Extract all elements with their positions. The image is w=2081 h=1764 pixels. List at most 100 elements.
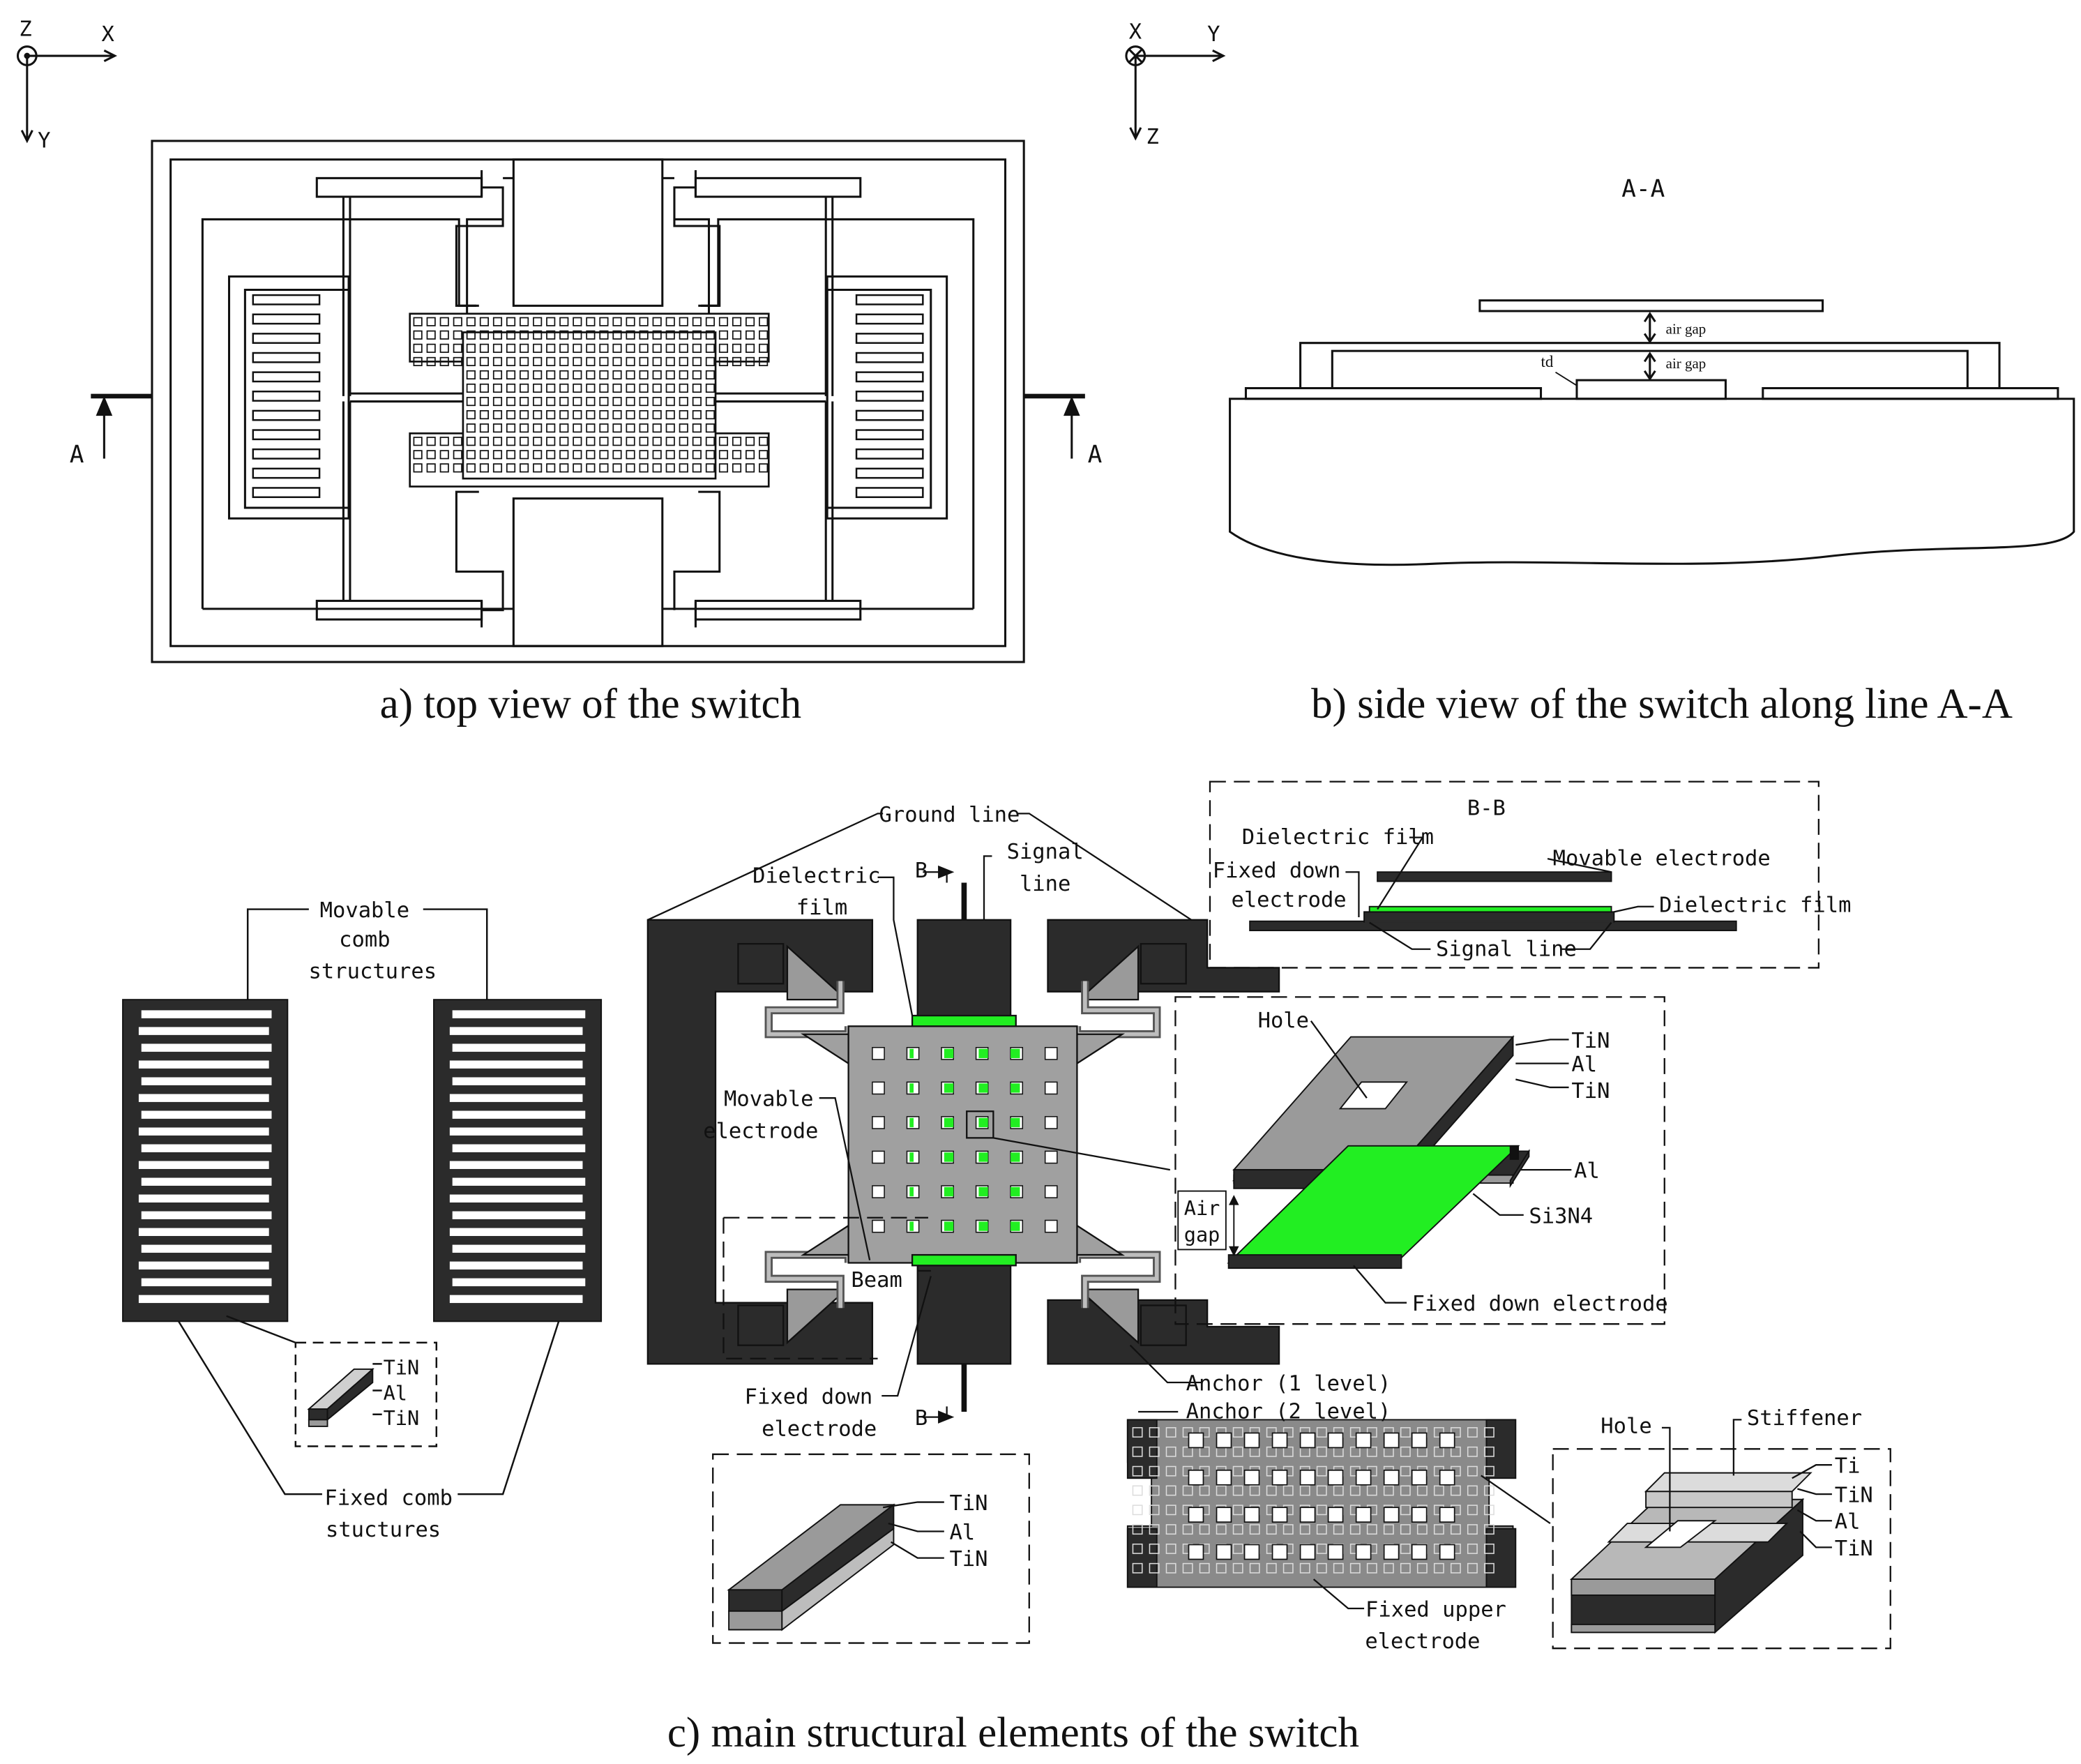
- top-view-mesh-cell: [639, 343, 649, 353]
- top-view-mesh-cell: [559, 423, 569, 433]
- top-view-mesh-cell: [520, 383, 529, 393]
- comb-finger-gap: [141, 1244, 272, 1253]
- top-view-mesh-cell: [665, 437, 675, 446]
- plate-hole-dielectric: [1011, 1083, 1020, 1093]
- upper-electrode-anchor: [1126, 1528, 1158, 1588]
- top-view-mesh-cell: [439, 317, 449, 326]
- top-view-mesh-cell: [599, 450, 609, 460]
- upper-electrode-mesh-cell: [1433, 1485, 1444, 1496]
- beam-layer-3: TiN: [949, 1547, 987, 1571]
- upper-electrode-mesh-cell: [1400, 1562, 1411, 1574]
- upper-electrode-mesh-cell: [1149, 1485, 1160, 1496]
- top-view-mesh-cell: [679, 356, 688, 366]
- top-view-mesh-cell: [679, 437, 688, 446]
- top-view-mesh-cell: [586, 317, 596, 326]
- upper-electrode-mesh-cell: [1232, 1544, 1243, 1554]
- upper-electrode-mesh-cell: [1199, 1524, 1210, 1535]
- top-view-mesh-cell: [520, 437, 529, 446]
- upper-electrode-mesh-cell: [1316, 1485, 1327, 1496]
- top-view-comb-fingers: [252, 294, 924, 499]
- top-view-mesh-cell: [665, 330, 675, 340]
- top-view-right-comb-finger: [855, 467, 924, 479]
- top-view-right-comb-finger: [855, 333, 924, 344]
- top-view-mesh-cell: [652, 437, 662, 446]
- top-view-mesh-cell: [413, 356, 423, 366]
- top-view-mesh-cell: [506, 383, 516, 393]
- plate-hole-dielectric: [1011, 1221, 1020, 1231]
- top-view-mesh-cell: [506, 423, 516, 433]
- movable-comb-label-2: comb: [339, 928, 390, 952]
- top-view-mesh-cell: [612, 410, 622, 420]
- top-view-mesh-cell: [639, 356, 649, 366]
- top-view-mesh-cell: [506, 463, 516, 473]
- comb-layer-3: TiN: [384, 1406, 420, 1430]
- top-view-mesh-cell: [586, 383, 596, 393]
- upper-electrode-hole: [1271, 1469, 1288, 1486]
- top-view-mesh-cell: [426, 356, 436, 366]
- comb-finger-gap: [449, 1228, 583, 1237]
- top-view-mesh-cell: [426, 330, 436, 340]
- top-view-mesh-cell: [479, 317, 489, 326]
- beam-label: Beam: [851, 1268, 902, 1292]
- top-view-mesh-cell: [413, 437, 423, 446]
- top-view-mesh-cell: [426, 317, 436, 326]
- plate-hole-dielectric: [909, 1048, 914, 1059]
- upper-electrode-mesh-cell: [1383, 1562, 1394, 1574]
- bb-signal-line-label: Signal line: [1436, 937, 1577, 961]
- top-view-mesh-cell: [426, 450, 436, 460]
- comb-finger-gap: [449, 1161, 583, 1169]
- panel-c-comb-structures: [122, 999, 603, 1322]
- top-view-mesh-cell: [573, 330, 582, 340]
- comb-finger-gap: [141, 1211, 272, 1220]
- top-view-mesh-cell: [639, 450, 649, 460]
- upper-electrode-mesh-cell: [1349, 1427, 1361, 1438]
- hole-layer-1: TiN: [1571, 1029, 1610, 1053]
- upper-electrode-mesh-cell: [1199, 1427, 1210, 1438]
- top-view-mesh-cell: [692, 396, 702, 407]
- top-view-mesh-cell: [520, 343, 529, 353]
- top-view-right-comb-finger: [855, 391, 924, 402]
- top-view-mesh-cell: [665, 370, 675, 380]
- top-view-mesh-cell: [665, 343, 675, 353]
- top-view-mesh-cell: [559, 317, 569, 326]
- comb-finger-gap: [449, 1094, 583, 1102]
- top-view-mesh-cell: [492, 343, 503, 353]
- upper-electrode-hole: [1188, 1544, 1204, 1560]
- upper-electrode-hole: [1411, 1544, 1428, 1560]
- top-view-mesh-cell: [626, 437, 635, 446]
- top-view-mesh-cell: [679, 410, 688, 420]
- top-view-mesh-cell: [413, 317, 423, 326]
- plate-hole-dielectric: [978, 1221, 988, 1231]
- top-view-mesh-cell: [559, 330, 569, 340]
- upper-electrode-mesh-cell: [1349, 1485, 1361, 1496]
- upper-electrode-mesh-cell: [1282, 1485, 1294, 1496]
- upper-electrode-mesh-cell: [1467, 1485, 1478, 1496]
- top-view-mesh-cell: [533, 356, 543, 366]
- upper-electrode-mesh-cell: [1483, 1427, 1494, 1438]
- hole-al-label: Al: [1574, 1159, 1600, 1184]
- upper-electrode-mesh-cell: [1366, 1485, 1377, 1496]
- upper-electrode-mesh-cell: [1182, 1427, 1193, 1438]
- upper-electrode-mesh-cell: [1199, 1446, 1210, 1457]
- plate-hole-dielectric: [909, 1152, 914, 1162]
- top-view-mesh-cell: [612, 356, 622, 366]
- ground-line-label: Ground line: [879, 803, 1020, 827]
- top-view-mesh-cell: [546, 383, 556, 393]
- signal-line-label-1: Signal: [1007, 840, 1084, 864]
- fixed-upper-electrode-label-2: electrode: [1365, 1629, 1480, 1654]
- top-view-mesh-cell: [679, 450, 688, 460]
- plate-hole: [872, 1116, 885, 1129]
- upper-electrode-mesh-cell: [1199, 1485, 1210, 1496]
- top-view-mesh-cell: [679, 396, 688, 407]
- top-view-mesh-cell: [679, 383, 688, 393]
- plate-hole-dielectric: [909, 1186, 914, 1197]
- top-view-mesh-cell: [466, 317, 476, 326]
- top-view-mesh-cell: [639, 463, 649, 473]
- fixed-upper-electrode-mesh: [1126, 1419, 1517, 1588]
- top-view-mesh-cell: [559, 383, 569, 393]
- plate-hole-dielectric: [1011, 1048, 1020, 1059]
- hole-detail-hole-label: Hole: [1258, 1009, 1309, 1033]
- top-view-mesh-cell: [492, 437, 503, 446]
